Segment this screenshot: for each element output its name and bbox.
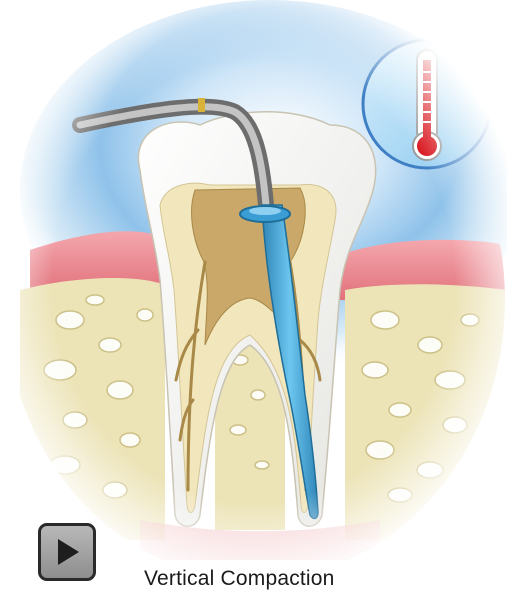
caption: Vertical Compaction: [144, 567, 335, 591]
play-icon: [58, 539, 79, 565]
play-button[interactable]: [38, 523, 96, 581]
tooth-root-canal-illustration: [0, 0, 507, 560]
